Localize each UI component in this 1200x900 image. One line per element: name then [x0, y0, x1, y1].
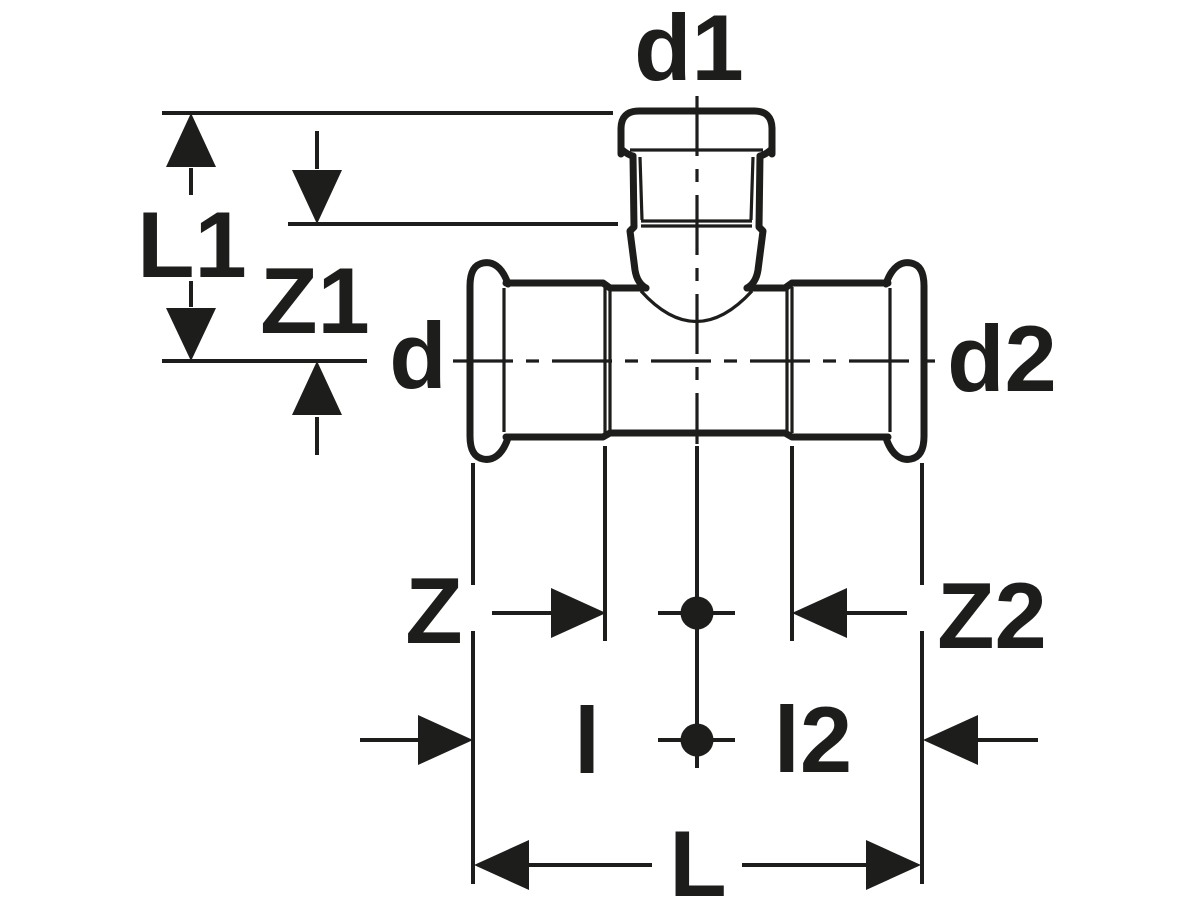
body-top-edge-left: [502, 279, 650, 292]
arrow-up-icon: [166, 113, 216, 167]
dimension-arrowheads: [166, 113, 978, 890]
label-l: l: [574, 688, 600, 793]
label-L: L: [669, 811, 726, 900]
label-l2: l2: [774, 687, 852, 792]
fitting-detail-lines: [502, 148, 892, 433]
arrow-right-icon: [866, 840, 921, 890]
branch-inner-wall-right: [749, 156, 755, 221]
fitting-outline: [466, 107, 928, 463]
dimension-lines: [162, 111, 1038, 884]
centerlines: [453, 96, 937, 444]
label-d2: d2: [947, 306, 1057, 411]
arrow-left-icon: [474, 840, 529, 890]
center-dot-icon: [680, 596, 714, 630]
label-Z1: Z1: [260, 248, 370, 353]
dimension-labels: d1 L1 Z1 d d2 Z Z2 l l2 L: [137, 0, 1057, 900]
arrow-right-icon: [551, 588, 606, 638]
arrow-up-icon: [292, 361, 342, 415]
label-L1: L1: [137, 192, 247, 297]
label-d1: d1: [634, 0, 744, 100]
center-dot-icon: [680, 723, 714, 757]
arrow-left-icon: [792, 588, 847, 638]
arrow-down-icon: [292, 170, 342, 224]
label-Z: Z: [405, 558, 462, 663]
arrow-left-icon: [923, 715, 978, 765]
branch-inner-wall-left: [638, 156, 644, 221]
body-top-edge-right: [743, 279, 892, 292]
arrow-down-icon: [166, 308, 216, 361]
label-d: d: [389, 303, 446, 408]
arrow-right-icon: [418, 715, 473, 765]
label-Z2: Z2: [937, 563, 1047, 668]
